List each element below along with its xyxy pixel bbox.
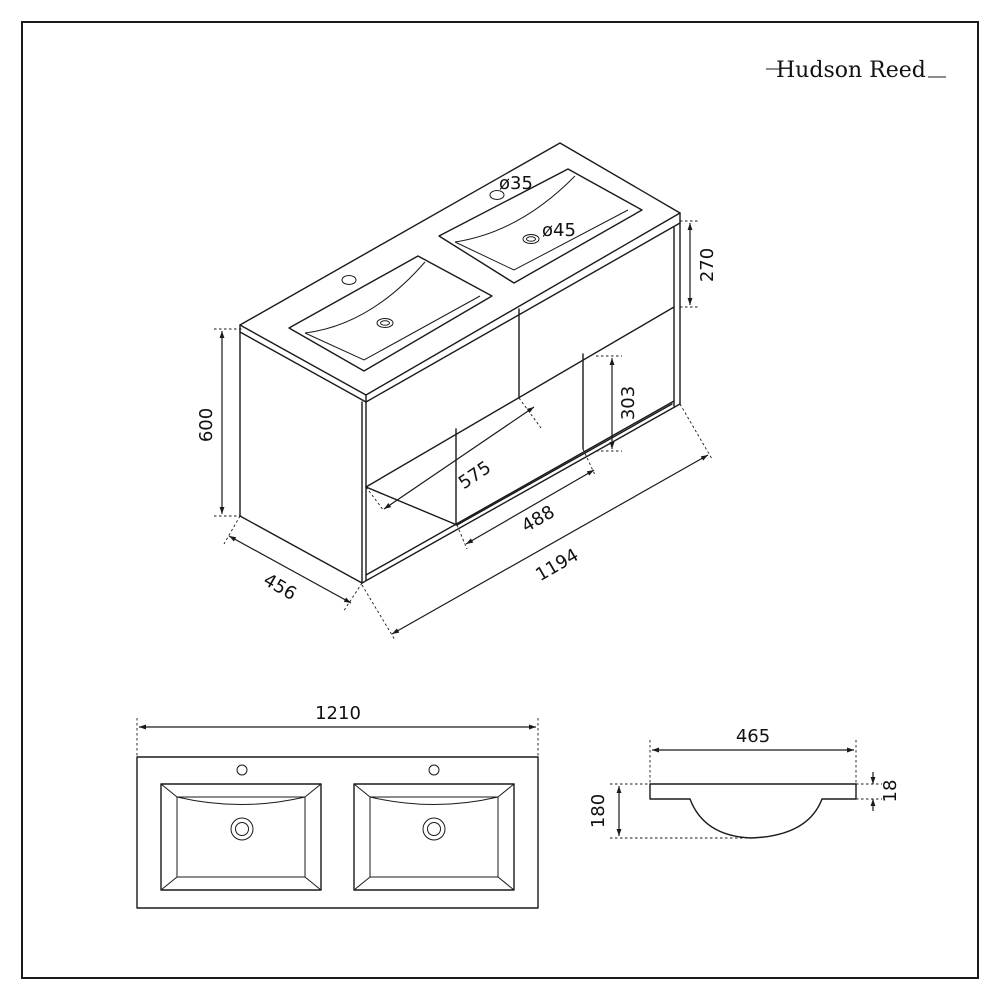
side-view-basin: 465 180 18 <box>588 726 901 839</box>
waste-diameter-label: ø45 <box>542 220 576 241</box>
basin-width-label: 1210 <box>315 703 361 724</box>
drawer-height-label: 270 <box>697 248 718 282</box>
depth-label: 456 <box>260 570 300 605</box>
side-profile <box>649 783 857 839</box>
left-waste-icon <box>376 318 394 328</box>
shelf-height-label: 303 <box>618 386 639 420</box>
internal-width-label: 575 <box>455 457 495 494</box>
left-bowl <box>160 783 322 891</box>
right-tap-hole-icon <box>428 764 440 776</box>
basin-top-surface <box>239 142 681 396</box>
right-waste-icon <box>522 234 540 244</box>
brand-logo: Hudson Reed <box>766 58 946 83</box>
left-basin-rim <box>288 255 493 372</box>
overall-height-label: 600 <box>196 408 217 442</box>
basin-depth-label: 465 <box>736 726 770 747</box>
brand-name: Hudson Reed <box>776 58 926 83</box>
drawing-border <box>21 21 979 979</box>
top-view-basin: 1210 <box>136 703 539 909</box>
tap-hole-diameter-label: ø35 <box>499 173 533 194</box>
left-tap-hole-icon <box>236 764 248 776</box>
left-tap-hole-icon <box>341 275 357 285</box>
right-basin-rim <box>438 168 643 284</box>
lip-thickness-label: 18 <box>880 780 901 803</box>
open-shelf <box>365 486 458 526</box>
right-waste-icon <box>422 817 446 841</box>
isometric-vanity-unit: 600 270 303 575 488 1194 456 ø35 ø45 <box>196 142 718 641</box>
left-waste-icon <box>230 817 254 841</box>
basin-height-label: 180 <box>588 794 609 828</box>
right-bowl <box>353 783 515 891</box>
basin-outline <box>136 756 539 909</box>
shelf-depth-label: 488 <box>518 502 558 537</box>
right-tap-hole-icon <box>489 190 505 200</box>
